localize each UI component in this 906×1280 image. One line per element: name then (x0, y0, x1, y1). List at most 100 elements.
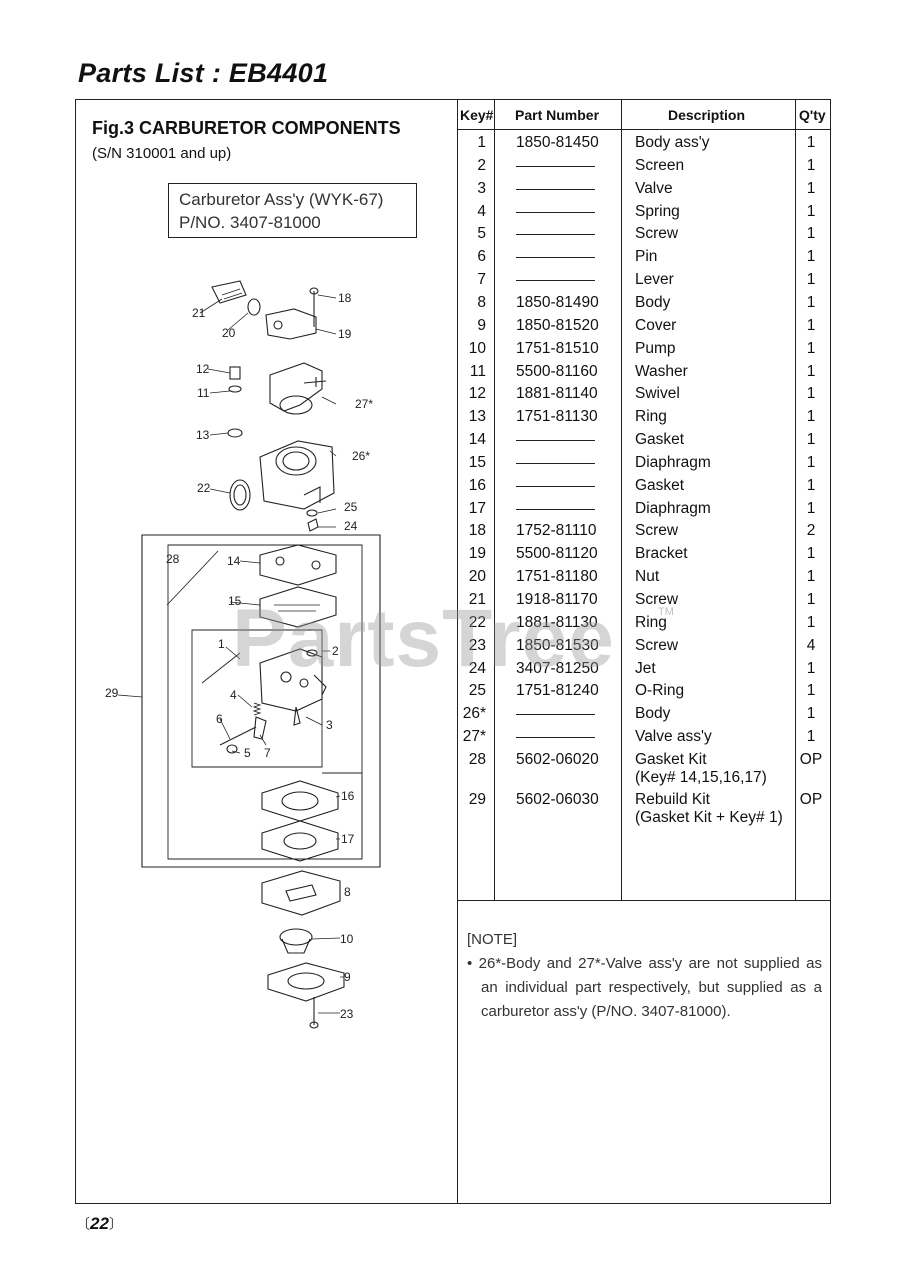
qty-cell: 1 (806, 408, 816, 426)
description-cell: Spring (635, 203, 810, 221)
description-cell: Ring (635, 614, 810, 632)
key-cell: 3 (477, 179, 486, 197)
key-cell: 12 (468, 385, 486, 403)
part-number-cell: 1850-81530 (516, 636, 599, 654)
description-cell: Screw (635, 522, 810, 540)
key-cell: 26* (462, 705, 486, 723)
key-cell: 14 (468, 431, 486, 449)
description-cell: Pin (635, 248, 810, 266)
assy-name: Carburetor Ass'y (WYK-67) (179, 190, 384, 209)
key-cell: 29 (468, 791, 486, 809)
svg-text:1: 1 (218, 637, 225, 651)
part-number-cell (516, 431, 616, 442)
table-header: Key# Part Number Description Q'ty (458, 100, 830, 130)
description-cell: Gasket Kit(Key# 14,15,16,17) (635, 751, 810, 787)
qty-cell: 1 (806, 682, 816, 700)
description-text: Lever (635, 271, 674, 289)
qty-cell: 1 (806, 591, 816, 608)
part-number-cell: 5500-81120 (516, 545, 598, 563)
no-part-number-dash (516, 188, 595, 190)
svg-text:29: 29 (105, 686, 119, 700)
description-cell: Swivel (635, 385, 810, 403)
description-text: Screw (635, 225, 679, 243)
key-cell: 6 (477, 248, 486, 266)
description-cell: Lever (635, 271, 810, 289)
description-cell: Screw (635, 637, 810, 655)
description-cell: Pump (635, 340, 810, 358)
svg-text:6: 6 (216, 712, 223, 726)
column-divider (457, 99, 458, 1204)
part-number-cell (516, 157, 616, 167)
no-part-number-dash (516, 737, 595, 739)
description-text: Cover (635, 316, 677, 334)
svg-text:24: 24 (344, 519, 358, 533)
no-part-number-dash (516, 508, 595, 510)
no-part-number-dash (516, 462, 595, 464)
svg-text:11: 11 (197, 386, 210, 400)
header-part-number: Part Number (515, 107, 600, 123)
svg-text:9: 9 (344, 970, 351, 984)
description-cell: Jet (635, 660, 810, 678)
content-frame (75, 99, 831, 1204)
part-number-cell (516, 271, 616, 282)
qty-cell: 1 (806, 499, 816, 517)
page-title: Parts List : EB4401 (78, 58, 329, 88)
figure-subtitle: (S/N 310001 and up) (92, 145, 232, 162)
description-cell: Gasket (635, 477, 810, 495)
description-text: Bracket (635, 545, 688, 563)
svg-text:22: 22 (197, 481, 211, 495)
qty-cell: 1 (806, 476, 816, 494)
qty-cell: 2 (806, 522, 816, 540)
key-cell: 24 (468, 659, 486, 677)
key-cell: 10 (468, 339, 486, 357)
svg-text:8: 8 (344, 885, 351, 899)
part-number-cell: 1850-81490 (516, 293, 599, 311)
svg-text:10: 10 (340, 932, 354, 946)
description-text: Screw (635, 522, 679, 540)
qty-cell: 1 (806, 385, 816, 403)
svg-text:20: 20 (222, 326, 236, 340)
description-text: Diaphragm (635, 453, 711, 471)
svg-text:3: 3 (326, 718, 333, 732)
description-cell: Rebuild Kit(Gasket Kit + Key# 1) (635, 791, 810, 827)
qty-cell: 1 (806, 659, 816, 677)
key-cell: 8 (477, 293, 486, 311)
description-text: Spring (635, 202, 680, 220)
watermark-tm: TM (658, 606, 674, 618)
description-text: Rebuild Kit (635, 791, 710, 809)
description-text: Body ass'y (635, 134, 710, 151)
qty-cell: OP (799, 751, 823, 769)
qty-cell: 1 (806, 613, 816, 631)
qty-cell: 1 (806, 225, 816, 243)
key-cell: 9 (477, 316, 486, 334)
qty-cell: 1 (806, 728, 816, 746)
svg-text:23: 23 (340, 1007, 354, 1021)
description-detail: (Gasket Kit + Key# 1) (635, 809, 783, 827)
svg-text:17: 17 (341, 832, 355, 846)
description-cell: Valve (635, 180, 810, 198)
description-text: Screen (635, 156, 685, 174)
note-section: [NOTE] • 26*-Body and 27*-Valve ass'y ar… (467, 928, 822, 1024)
description-cell: Body ass'y (635, 134, 810, 152)
part-number-cell: 1881-81130 (516, 613, 598, 631)
key-cell: 15 (468, 453, 486, 471)
description-cell: O-Ring (635, 682, 810, 700)
key-cell: 1 (477, 134, 486, 151)
key-cell: 23 (468, 636, 486, 654)
description-cell: Cover (635, 317, 810, 335)
qty-cell: 1 (806, 545, 816, 563)
key-cell: 25 (468, 682, 486, 700)
header-qty: Q'ty (799, 107, 826, 123)
part-number-cell: 5602-06020 (516, 751, 599, 769)
description-cell: Bracket (635, 545, 810, 563)
svg-text:21: 21 (192, 306, 206, 320)
description-cell: Valve ass'y (635, 728, 810, 746)
svg-text:2: 2 (332, 644, 339, 658)
description-cell: Body (635, 294, 810, 312)
key-cell: 7 (477, 271, 486, 289)
description-text: Ring (635, 613, 667, 631)
part-number-cell (516, 477, 616, 487)
qty-cell: 1 (806, 339, 816, 357)
part-number-cell (516, 180, 616, 190)
description-text: Body (635, 705, 671, 723)
